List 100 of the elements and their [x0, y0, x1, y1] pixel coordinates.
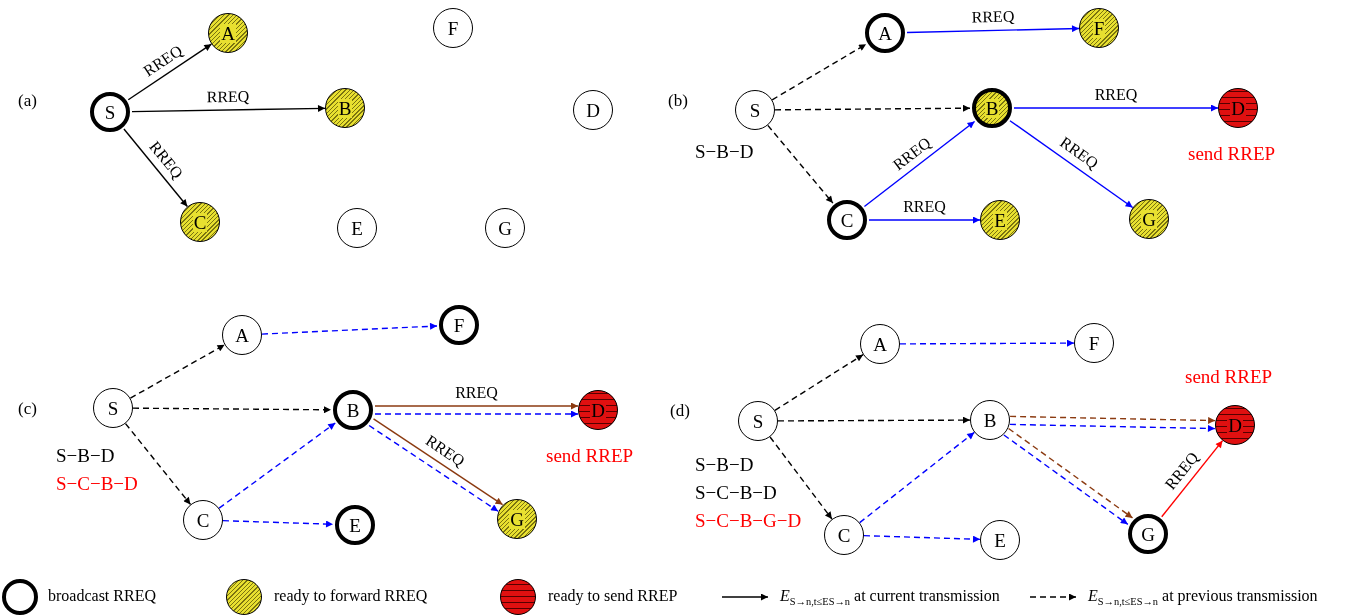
- node-label: B: [345, 400, 361, 420]
- arrow: [222, 519, 334, 528]
- node-label: B: [984, 98, 1000, 118]
- node-circle: [1079, 8, 1119, 48]
- arrow: [1007, 427, 1134, 519]
- arrow: [859, 431, 975, 524]
- annotation-text: S−C−B−G−D: [695, 511, 802, 530]
- node-label: A: [234, 325, 250, 345]
- annotation-text: S−C−B−D: [695, 483, 777, 502]
- arrow: [899, 339, 1075, 347]
- node-circle: [439, 305, 479, 345]
- node-circle: [578, 390, 618, 430]
- node-circle: [972, 88, 1012, 128]
- node-circle: [738, 401, 778, 441]
- panel-label: (b): [668, 92, 688, 109]
- panel-label: (d): [670, 402, 690, 419]
- node-label: B: [337, 98, 353, 118]
- node-label: C: [195, 510, 211, 530]
- node-circle: [573, 90, 613, 130]
- node-circle: [735, 90, 775, 130]
- node-label: E: [348, 515, 362, 535]
- arrow: [218, 422, 336, 509]
- node-circle: [93, 388, 133, 428]
- node-label: A: [220, 23, 236, 43]
- node-label: F: [452, 315, 466, 335]
- arrow: [1161, 439, 1224, 518]
- node-label: D: [585, 100, 601, 120]
- node-circle: [1128, 514, 1168, 554]
- arrow: [863, 534, 981, 543]
- node-circle: [824, 515, 864, 555]
- annotation-text: send RREP: [546, 446, 634, 465]
- edge-label: RREQ: [970, 8, 1016, 26]
- arrow: [368, 424, 499, 512]
- node-circle: [180, 202, 220, 242]
- arrow: [374, 410, 579, 418]
- node-circle: [1074, 323, 1114, 363]
- node-label: E: [993, 210, 1007, 230]
- node-label: G: [509, 509, 525, 529]
- node-circle: [970, 400, 1010, 440]
- node-circle: [1215, 405, 1255, 445]
- node-circle: [325, 88, 365, 128]
- legend-text: broadcast RREQ: [48, 588, 156, 604]
- arrow: [863, 120, 976, 208]
- arrow: [124, 422, 192, 506]
- arrow: [868, 216, 981, 224]
- node-label: G: [1140, 524, 1156, 544]
- node-circle: [860, 324, 900, 364]
- node-label: S: [103, 102, 117, 122]
- edge-label: RREQ: [1093, 87, 1139, 103]
- legend-text: ready to send RREP: [548, 588, 678, 604]
- node-label: B: [982, 410, 998, 430]
- node-label: F: [1087, 333, 1101, 353]
- arrow: [129, 344, 226, 399]
- node-label: E: [350, 218, 364, 238]
- arrow: [123, 128, 189, 208]
- edge-label: RREQ: [454, 385, 499, 401]
- annotation-text: S−B−D: [695, 142, 754, 161]
- arrow: [771, 43, 867, 101]
- node-label: F: [1092, 18, 1106, 38]
- arrow: [374, 402, 579, 410]
- node-label: C: [836, 525, 852, 545]
- annotation-text: S−B−D: [695, 455, 754, 474]
- arrow: [777, 416, 971, 424]
- arrow: [127, 43, 213, 101]
- node-circle: [827, 200, 867, 240]
- node-label: G: [1141, 209, 1157, 229]
- node-circle: [497, 499, 537, 539]
- arrow: [774, 104, 971, 112]
- node-circle: [980, 200, 1020, 240]
- arrow: [131, 104, 326, 113]
- edge-label: RREQ: [205, 88, 251, 106]
- edge-label: RREQ: [902, 199, 947, 215]
- node-circle: [337, 208, 377, 248]
- node-circle: [1218, 88, 1258, 128]
- node-circle: [865, 13, 905, 53]
- legend-text: E$_{S→n,t≤E}$$_{S→n}$ at current transmission: [780, 588, 1000, 608]
- annotation-text: send RREP: [1185, 367, 1273, 386]
- annotation-text: S−B−D: [56, 446, 115, 465]
- node-circle: [433, 8, 473, 48]
- legend-text: E$_{S→n,t≤E}$$_{S→n}$ at previous transmission: [1088, 588, 1318, 608]
- node-circle: [980, 520, 1020, 560]
- annotation-text: send RREP: [1188, 144, 1276, 163]
- annotation-text: S−C−B−D: [56, 474, 138, 493]
- node-circle: [335, 505, 375, 545]
- node-circle: [90, 92, 130, 132]
- arrow: [906, 25, 1080, 34]
- node-circle: [333, 390, 373, 430]
- node-label: S: [748, 100, 762, 120]
- node-label: A: [872, 334, 888, 354]
- panel-label: (a): [18, 92, 37, 109]
- arrow: [774, 353, 864, 412]
- arrow: [1003, 434, 1129, 526]
- node-circle: [485, 208, 525, 248]
- arrow: [261, 322, 438, 335]
- arrow: [769, 436, 833, 520]
- node-label: S: [751, 411, 765, 431]
- arrow: [372, 418, 504, 506]
- arrow: [767, 124, 834, 204]
- node-label: C: [839, 210, 855, 230]
- panel-label: (c): [18, 400, 37, 417]
